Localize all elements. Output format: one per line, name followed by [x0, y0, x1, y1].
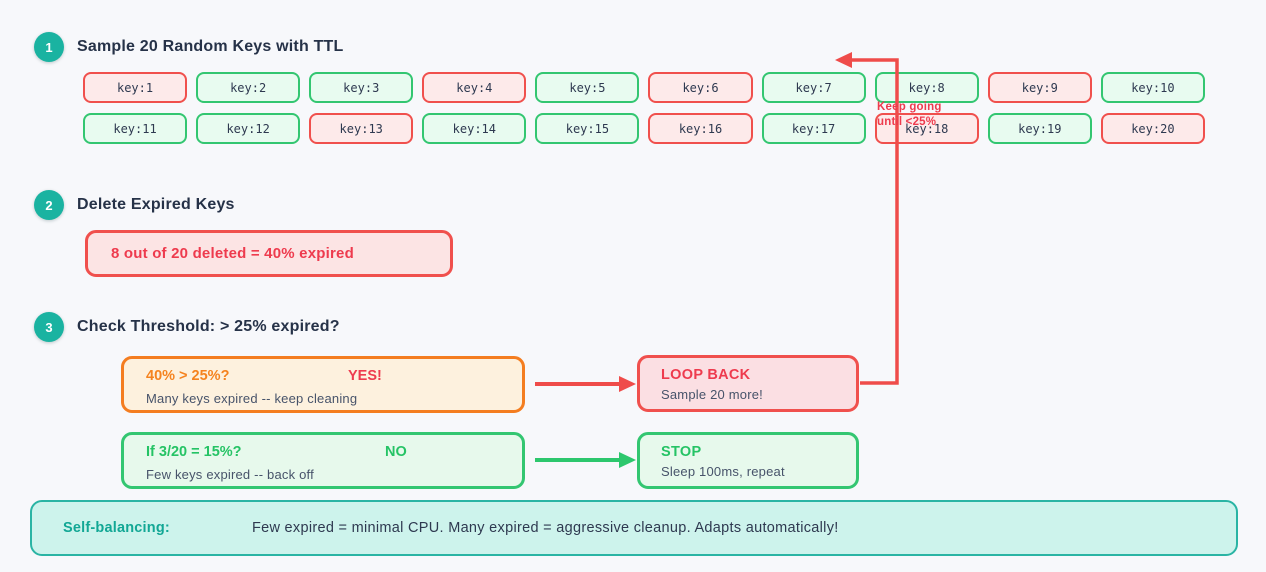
loop-arrow-label-line2: until <25% — [877, 116, 937, 128]
step-1-title: Sample 20 Random Keys with TTL — [77, 38, 344, 55]
key-box: key:16 — [648, 113, 753, 144]
key-box: key:12 — [196, 113, 301, 144]
key-box: key:17 — [761, 113, 866, 144]
decision-no-condition: If 3/20 = 15%? — [146, 444, 242, 460]
loop-arrow-label-line1: Keep going — [877, 101, 942, 113]
decision-yes-condition: 40% > 25%? — [146, 368, 230, 384]
step-2-title: Delete Expired Keys — [77, 196, 235, 213]
step-1-header: 1 Sample 20 Random Keys with TTL — [34, 32, 344, 62]
key-box: key:14 — [422, 113, 527, 144]
step-3-header: 3 Check Threshold: > 25% expired? — [34, 312, 340, 342]
loop-back-title: LOOP BACK — [661, 367, 751, 383]
loop-back-box: LOOP BACK Sample 20 more! — [637, 355, 859, 412]
right-arrowhead-icon — [619, 452, 636, 468]
self-balancing-text: Few expired = minimal CPU. Many expired … — [251, 520, 839, 536]
decision-yes-detail: Many keys expired -- keep cleaning — [146, 391, 358, 406]
step-3-number-badge: 3 — [34, 312, 64, 342]
key-box: key:3 — [309, 72, 414, 103]
delete-summary-box: 8 out of 20 deleted = 40% expired — [85, 230, 453, 277]
yes-to-loopback-arrow — [535, 376, 636, 392]
self-balancing-bar: Self-balancing: Few expired = minimal CP… — [30, 500, 1238, 556]
key-box: key:9 — [987, 72, 1092, 103]
left-arrowhead-icon — [835, 52, 852, 68]
stop-box: STOP Sleep 100ms, repeat — [637, 432, 859, 489]
delete-summary-text: 8 out of 20 deleted = 40% expired — [111, 245, 354, 262]
key-box: key:2 — [196, 72, 301, 103]
key-box: key:15 — [535, 113, 640, 144]
key-box: key:4 — [422, 72, 527, 103]
self-balancing-label: Self-balancing: — [63, 520, 170, 536]
step-1-number-badge: 1 — [34, 32, 64, 62]
keys-row-2: key:11 key:12 key:13 key:14 key:15 key:16 key:… — [83, 113, 1205, 144]
key-box: key:7 — [761, 72, 866, 103]
step-2-header: 2 Delete Expired Keys — [34, 190, 235, 220]
no-to-stop-arrow — [535, 452, 636, 468]
stop-title: STOP — [661, 444, 702, 460]
decision-yes-box: 40% > 25%? YES! Many keys expired -- kee… — [121, 356, 525, 413]
key-box: key:10 — [1100, 72, 1205, 103]
decision-no-box: If 3/20 = 15%? NO Few keys expired -- ba… — [121, 432, 525, 489]
decision-no-detail: Few keys expired -- back off — [146, 467, 314, 482]
key-box: key:13 — [309, 113, 414, 144]
right-arrowhead-icon — [619, 376, 636, 392]
keys-row-1: key:1 key:2 key:3 key:4 key:5 key:6 key:7 key:8… — [83, 72, 1205, 103]
decision-no-verdict: NO — [385, 444, 407, 460]
key-box: key:11 — [83, 113, 188, 144]
key-box: key:6 — [648, 72, 753, 103]
decision-yes-verdict: YES! — [348, 368, 382, 384]
key-box: key:5 — [535, 72, 640, 103]
stop-detail: Sleep 100ms, repeat — [661, 464, 785, 479]
key-box: key:8 — [874, 72, 979, 103]
step-2-number-badge: 2 — [34, 190, 64, 220]
key-box: key:19 — [987, 113, 1092, 144]
loop-arrow-label: Keep going until <25% — [877, 100, 942, 130]
loop-back-detail: Sample 20 more! — [661, 387, 763, 402]
step-3-title: Check Threshold: > 25% expired? — [77, 318, 340, 335]
key-box: key:20 — [1100, 113, 1205, 144]
key-box: key:1 — [83, 72, 188, 103]
